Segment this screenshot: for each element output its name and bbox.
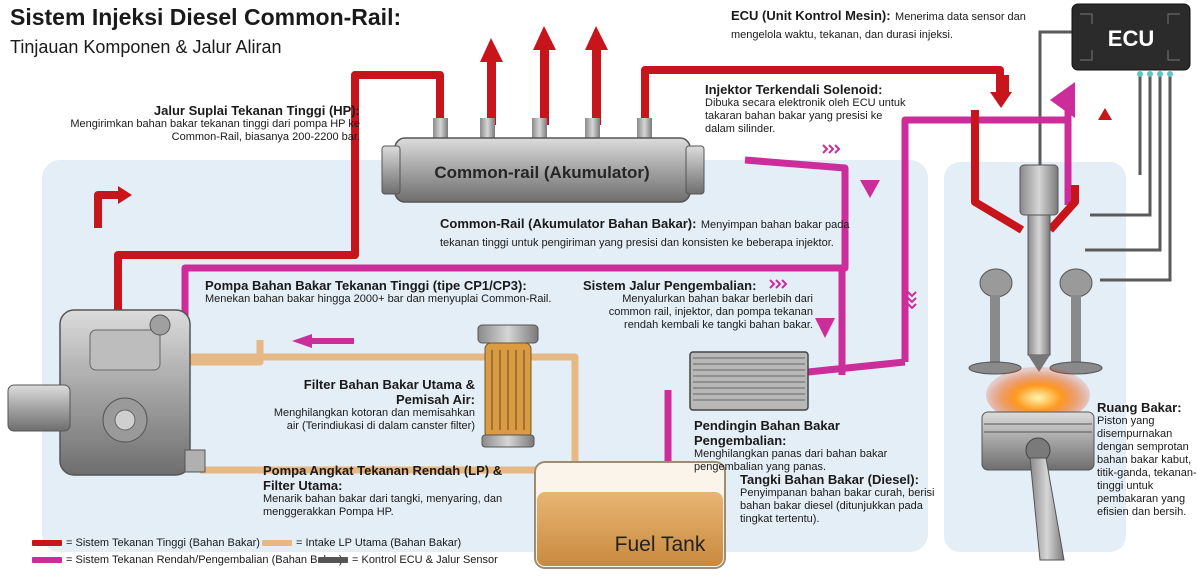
- chamber-annotation: Ruang Bakar: Piston yang disempurnakan d…: [1097, 400, 1197, 519]
- hp-pump-annotation: Pompa Bahan Bakar Tekanan Tinggi (tipe C…: [205, 278, 575, 306]
- page-subtitle: Tinjauan Komponen & Jalur Aliran: [10, 37, 282, 57]
- hp-line-body: Mengirimkan bahan bakar tekanan tinggi d…: [70, 118, 360, 143]
- return-heading: Sistem Jalur Pengembalian:: [583, 278, 757, 293]
- legend-label: = Sistem Tekanan Rendah/Pengembalian (Ba…: [66, 554, 343, 566]
- fuel-cooler: [689, 351, 809, 411]
- intake-valve: [968, 268, 1022, 375]
- legend-label: = Intake LP Utama (Bahan Bakar): [296, 537, 462, 549]
- hp-pump-heading: Pompa Bahan Bakar Tekanan Tinggi (tipe C…: [205, 278, 527, 293]
- legend-swatch-red: [32, 540, 62, 547]
- legend-label: = Sistem Tekanan Tinggi (Bahan Bakar): [66, 537, 260, 549]
- ecu-unit: ECU: [1071, 3, 1191, 77]
- return-body: Menyalurkan bahan bakar berlebih dari co…: [608, 293, 813, 331]
- return-chevrons: [769, 144, 917, 310]
- lp-pump-body: Menarik bahan bakar dari tangki, menyari…: [263, 493, 503, 518]
- cooler-annotation: Pendingin Bahan Bakar Pengembalian: Meng…: [694, 418, 934, 474]
- injector-annotation: Injektor Terkendali Solenoid: Dibuka sec…: [705, 82, 910, 136]
- combustion-flame: [986, 367, 1090, 423]
- legend-swatch-gray: [318, 557, 348, 564]
- return-lines: [181, 110, 1072, 480]
- legend-swatch-tan: [262, 540, 292, 547]
- cooler-body: Menghilangkan panas dari bahan bakar pen…: [694, 448, 888, 473]
- ecu-label: ECU: [1108, 26, 1154, 51]
- injector: [1019, 164, 1059, 372]
- page-title: Sistem Injeksi Diesel Common-Rail:: [10, 4, 402, 30]
- tank-annotation: Tangki Bahan Bakar (Diesel): Penyimpanan…: [740, 472, 940, 526]
- lp-pump-heading: Pompa Angkat Tekanan Rendah (LP) & Filte…: [263, 463, 503, 493]
- rail-outlet-arrows: [480, 26, 608, 125]
- legend-label: = Kontrol ECU & Jalur Sensor: [352, 554, 498, 566]
- fuel-tank: Fuel Tank: [534, 461, 726, 569]
- tank-heading: Tangki Bahan Bakar (Diesel):: [740, 472, 919, 487]
- hp-arrows: [118, 92, 1112, 204]
- hp-lines: [94, 66, 1079, 355]
- intake-arrow-tail: [312, 338, 354, 344]
- hp-pump-body: Menekan bahan bakar hingga 2000+ bar dan…: [205, 293, 552, 305]
- rail-heading: Common-Rail (Akumulator Bahan Bakar):: [440, 216, 697, 231]
- fuel-filter: [477, 324, 539, 448]
- legend-item-return: = Sistem Tekanan Rendah/Pengembalian (Ba…: [32, 554, 343, 567]
- filter-heading: Filter Bahan Bakar Utama & Pemisah Air:: [303, 377, 475, 407]
- intake-arrow: [292, 334, 312, 348]
- hp-pump: [7, 309, 206, 476]
- rail-label: Common-rail (Akumulator): [434, 163, 649, 182]
- legend-item-high-pressure: = Sistem Tekanan Tinggi (Bahan Bakar): [32, 537, 260, 550]
- ecu-heading: ECU (Unit Kontrol Mesin):: [731, 8, 891, 23]
- chamber-heading: Ruang Bakar:: [1097, 400, 1182, 415]
- rail-body: Menyimpan bahan bakar pada tekanan tingg…: [440, 219, 850, 249]
- cooler-heading: Pendingin Bahan Bakar Pengembalian:: [694, 418, 840, 448]
- tank-body: Penyimpanan bahan bakar curah, berisi ba…: [740, 487, 935, 525]
- return-annotation: Sistem Jalur Pengembalian: Menyalurkan b…: [583, 278, 813, 332]
- hp-line-heading: Jalur Suplai Tekanan Tinggi (HP):: [153, 103, 360, 118]
- piston: [981, 411, 1095, 561]
- lp-pump-annotation: Pompa Angkat Tekanan Rendah (LP) & Filte…: [263, 463, 508, 519]
- rail-annotation: Common-Rail (Akumulator Bahan Bakar): Me…: [440, 215, 860, 251]
- common-rail: Common-rail (Akumulator): [381, 118, 705, 203]
- injector-body: Dibuka secara elektronik oleh ECU untuk …: [705, 97, 906, 135]
- hp-line-annotation: Jalur Suplai Tekanan Tinggi (HP): Mengir…: [60, 103, 360, 144]
- legend-swatch-magenta: [32, 557, 62, 564]
- ecu-body: Menerima data sensor dan mengelola waktu…: [731, 11, 1026, 41]
- ecu-annotation: ECU (Unit Kontrol Mesin): Menerima data …: [731, 7, 1061, 43]
- injector-heading: Injektor Terkendali Solenoid:: [705, 82, 883, 97]
- filter-annotation: Filter Bahan Bakar Utama & Pemisah Air: …: [265, 377, 475, 433]
- chamber-body: Piston yang disempurnakan dengan semprot…: [1097, 415, 1197, 518]
- tank-label: Fuel Tank: [615, 533, 706, 556]
- filter-body: Menghilangkan kotoran dan memisahkan air…: [273, 407, 475, 432]
- legend-item-intake: = Intake LP Utama (Bahan Bakar): [262, 537, 461, 550]
- legend-item-ecu: = Kontrol ECU & Jalur Sensor: [318, 554, 498, 567]
